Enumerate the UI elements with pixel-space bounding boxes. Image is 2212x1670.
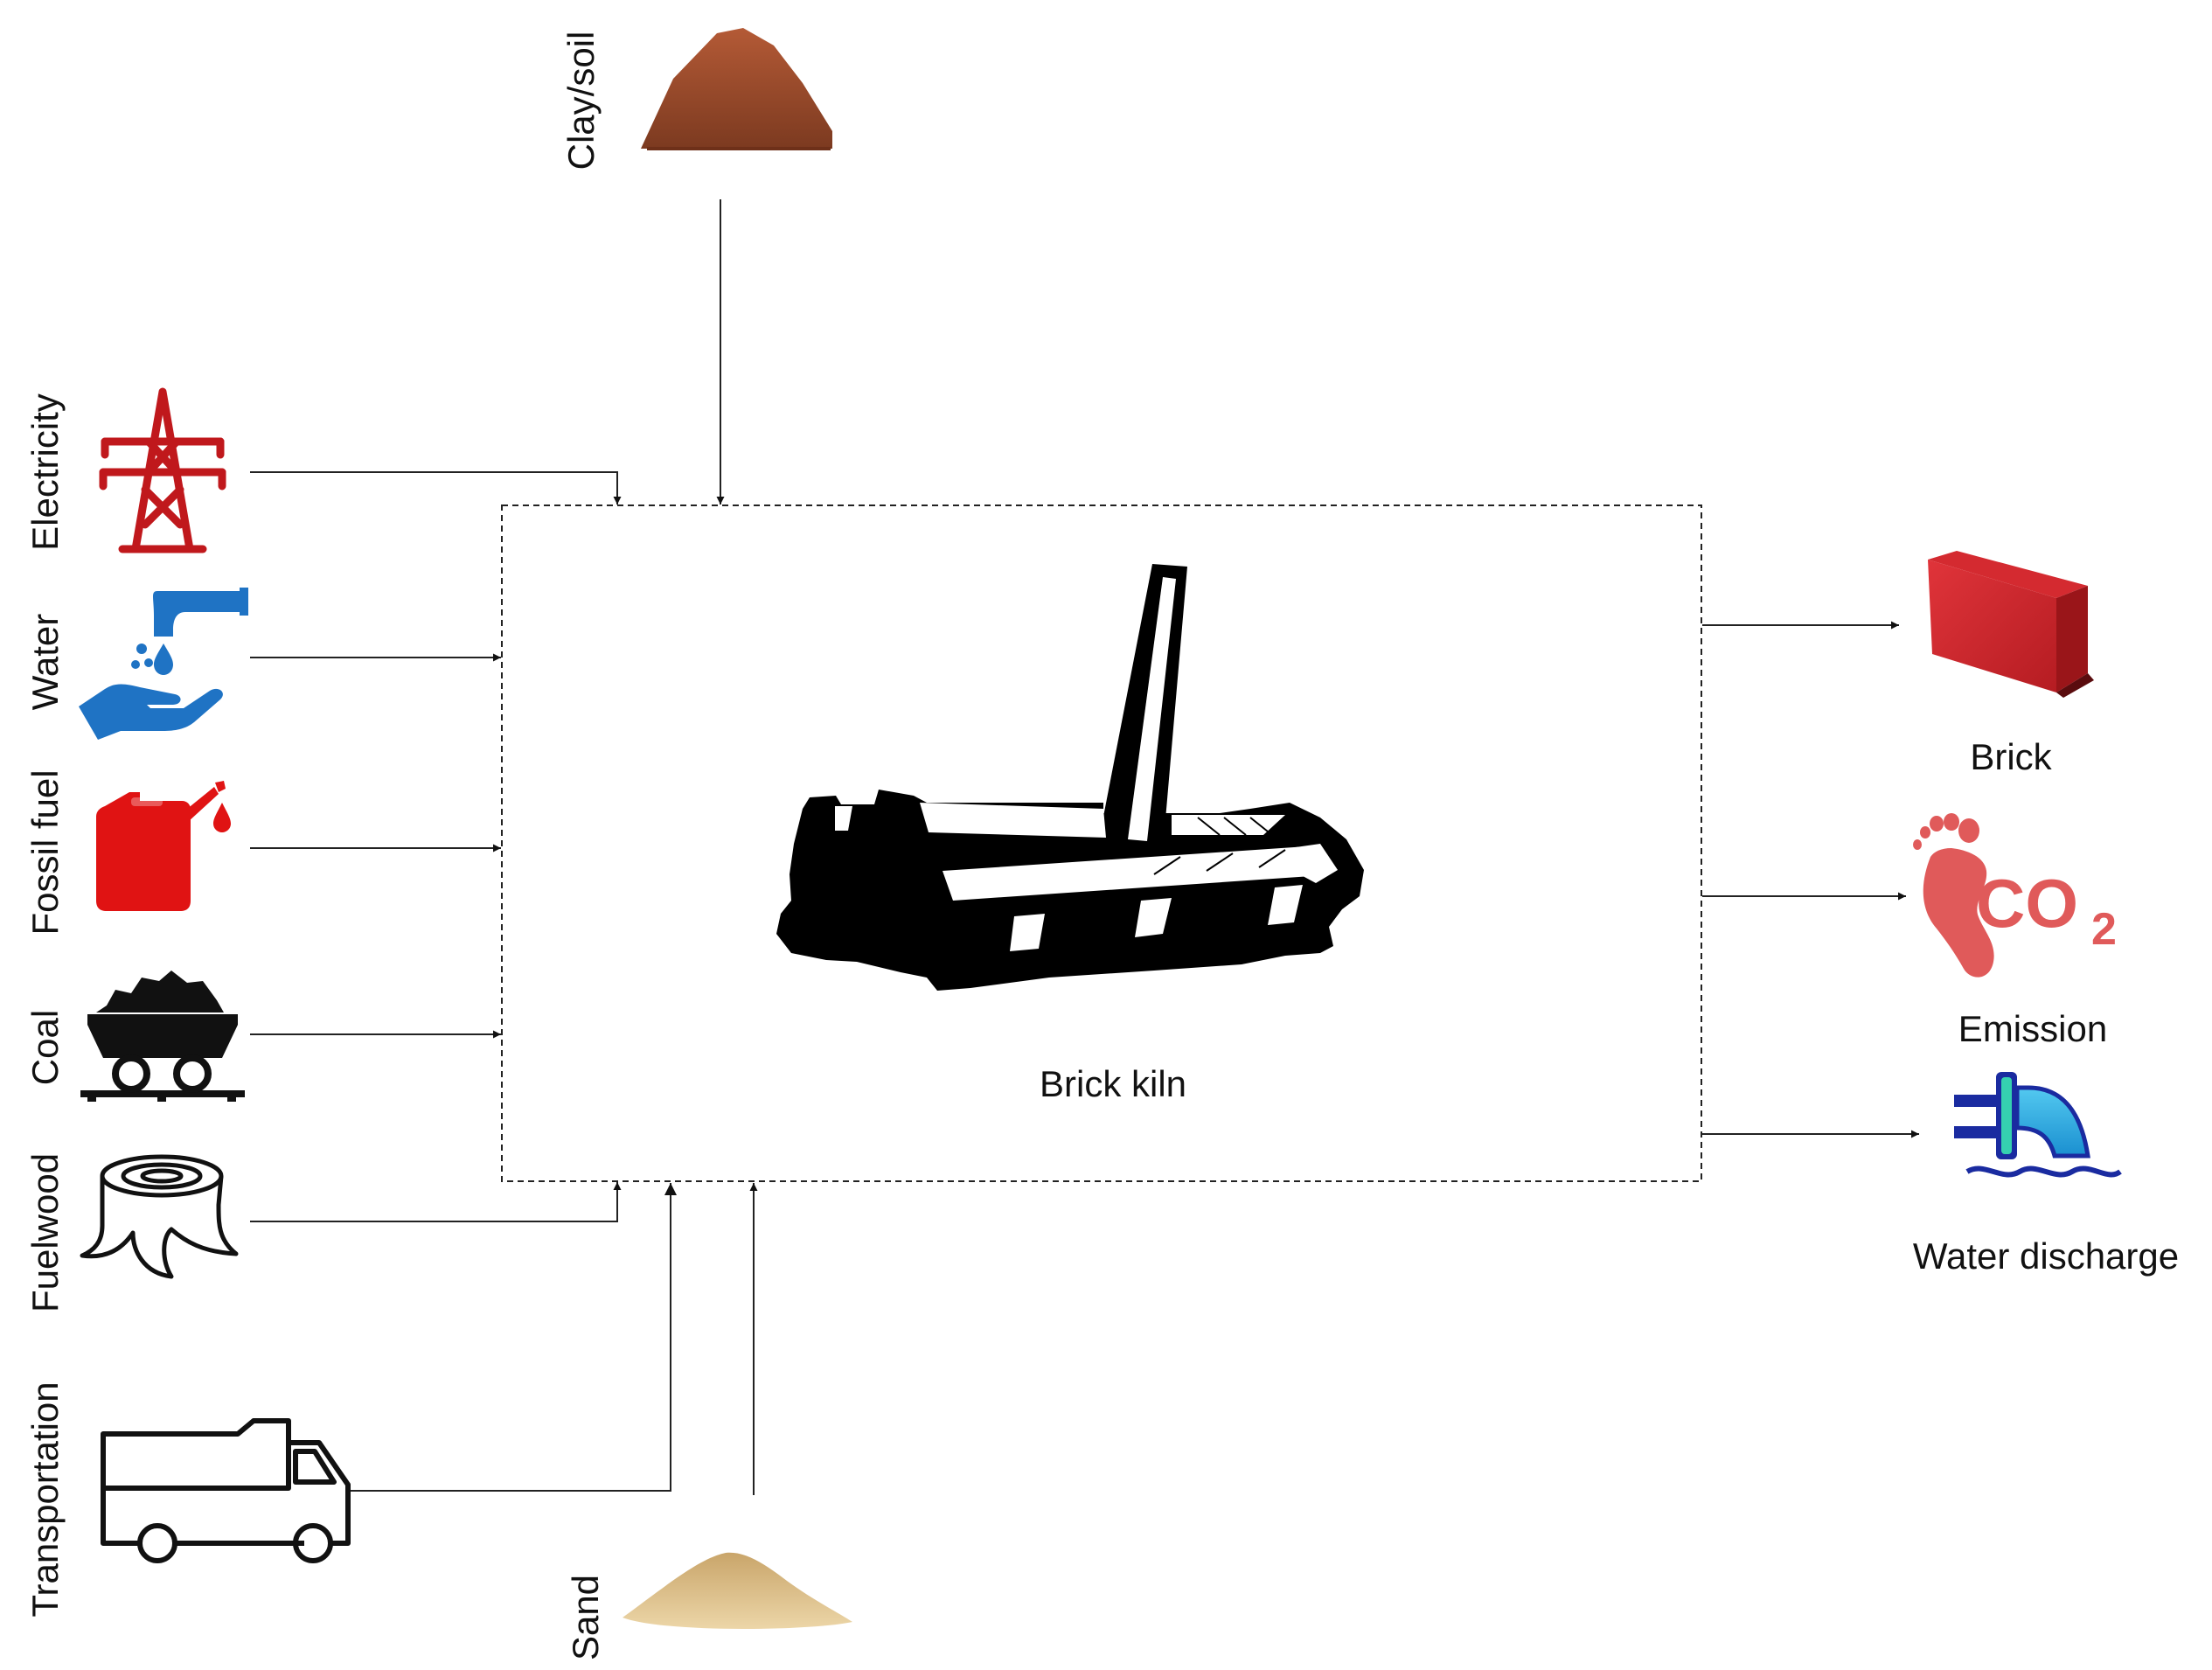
electricity-label: Electricity (24, 393, 66, 551)
brick-label: Brick (1970, 736, 2052, 777)
soil-pile-icon (641, 28, 832, 150)
fuel-can-icon (96, 781, 231, 911)
co2-subscript: 2 (2091, 904, 2117, 955)
system-boundary (501, 504, 1702, 1182)
power-tower-icon (99, 387, 226, 553)
sand-label: Sand (565, 1574, 606, 1661)
emission-label: Emission (1958, 1008, 2108, 1049)
transportation-arrow (350, 1183, 677, 1492)
fossil-fuel-label: Fossil fuel (24, 769, 66, 936)
water-discharge-label: Water discharge (1912, 1235, 2180, 1277)
fuelwood-label: Fuelwood (24, 1152, 66, 1313)
sand-pile-icon (623, 1552, 852, 1630)
coal-label: Coal (24, 1009, 66, 1086)
fuelwood-arrow (250, 1182, 622, 1222)
water-discharge-icon (1954, 1072, 2122, 1178)
brick-icon (1928, 551, 2094, 698)
brick-kiln-icon (776, 564, 1364, 991)
coal-cart-icon (80, 971, 245, 1102)
co2-text: CO (1976, 865, 2078, 942)
transportation-label: Transportation (24, 1381, 66, 1618)
tree-stump-icon (80, 1154, 239, 1279)
input-connectors (250, 199, 758, 1495)
brick-kiln-label: Brick kiln (1039, 1063, 1187, 1104)
water-label: Water (24, 613, 66, 711)
co2-footprint-icon (1913, 813, 1994, 978)
dump-truck-icon (101, 1418, 351, 1563)
output-connectors (1702, 621, 1919, 1138)
electricity-arrow (250, 471, 622, 504)
clay-soil-label: Clay/soil (560, 31, 602, 170)
water-tap-hand-icon (79, 588, 248, 740)
